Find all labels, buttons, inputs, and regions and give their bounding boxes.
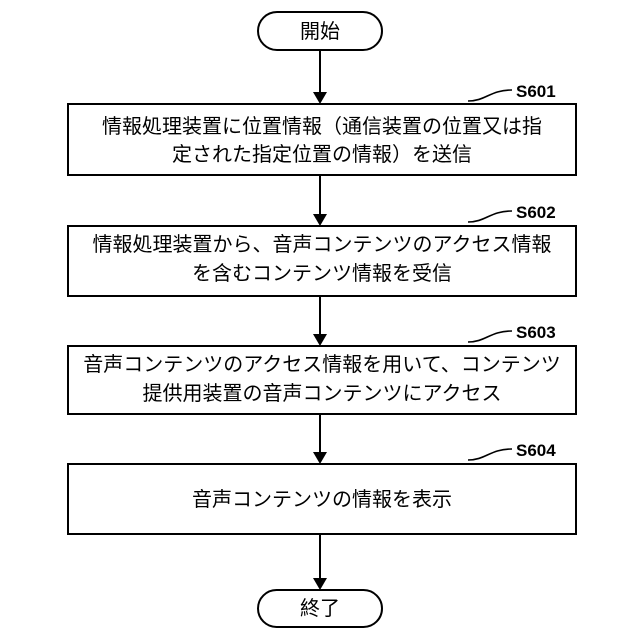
- arrow-s602-to-s603: [313, 296, 327, 346]
- arrow-start-to-s601: [313, 50, 327, 104]
- start-terminal: 開始: [258, 12, 382, 50]
- arrowhead: [313, 452, 327, 464]
- step-s601-leader-line: [468, 90, 512, 101]
- end-terminal-label: 終了: [300, 596, 340, 620]
- arrowhead: [313, 214, 327, 226]
- step-s603-text-line-2: 提供用装置の音声コンテンツにアクセス: [143, 381, 502, 405]
- step-s604-leader-line: [468, 449, 512, 460]
- start-terminal-label: 開始: [300, 19, 340, 43]
- step-s603-text-line-1: 音声コンテンツのアクセス情報を用いて、コンテンツ: [83, 352, 560, 376]
- step-s601-text-line-1: 情報処理装置に位置情報（通信装置の位置又は指: [102, 114, 542, 138]
- arrowhead: [313, 578, 327, 590]
- step-s601-label: S601: [516, 82, 556, 101]
- end-terminal: 終了: [258, 590, 382, 627]
- step-s603-label: S603: [516, 323, 556, 342]
- step-s602-text-line-2: を含むコンテンツ情報を受信: [192, 261, 452, 285]
- arrowhead: [313, 334, 327, 346]
- arrowhead: [313, 92, 327, 104]
- step-s602-label: S602: [516, 203, 556, 222]
- step-s602-leader-line: [468, 211, 512, 222]
- step-s604-label: S604: [516, 441, 556, 460]
- arrow-s601-to-s602: [313, 175, 327, 226]
- arrow-s603-to-s604: [313, 414, 327, 464]
- step-s604-text-line-1: 音声コンテンツの情報を表示: [192, 487, 452, 511]
- step-s603-leader-line: [468, 331, 512, 342]
- step-s602-text-line-1: 情報処理装置から、音声コンテンツのアクセス情報: [93, 232, 552, 256]
- step-s601-text-line-2: 定された指定位置の情報）を送信: [172, 142, 472, 166]
- arrow-s604-to-end: [313, 534, 327, 590]
